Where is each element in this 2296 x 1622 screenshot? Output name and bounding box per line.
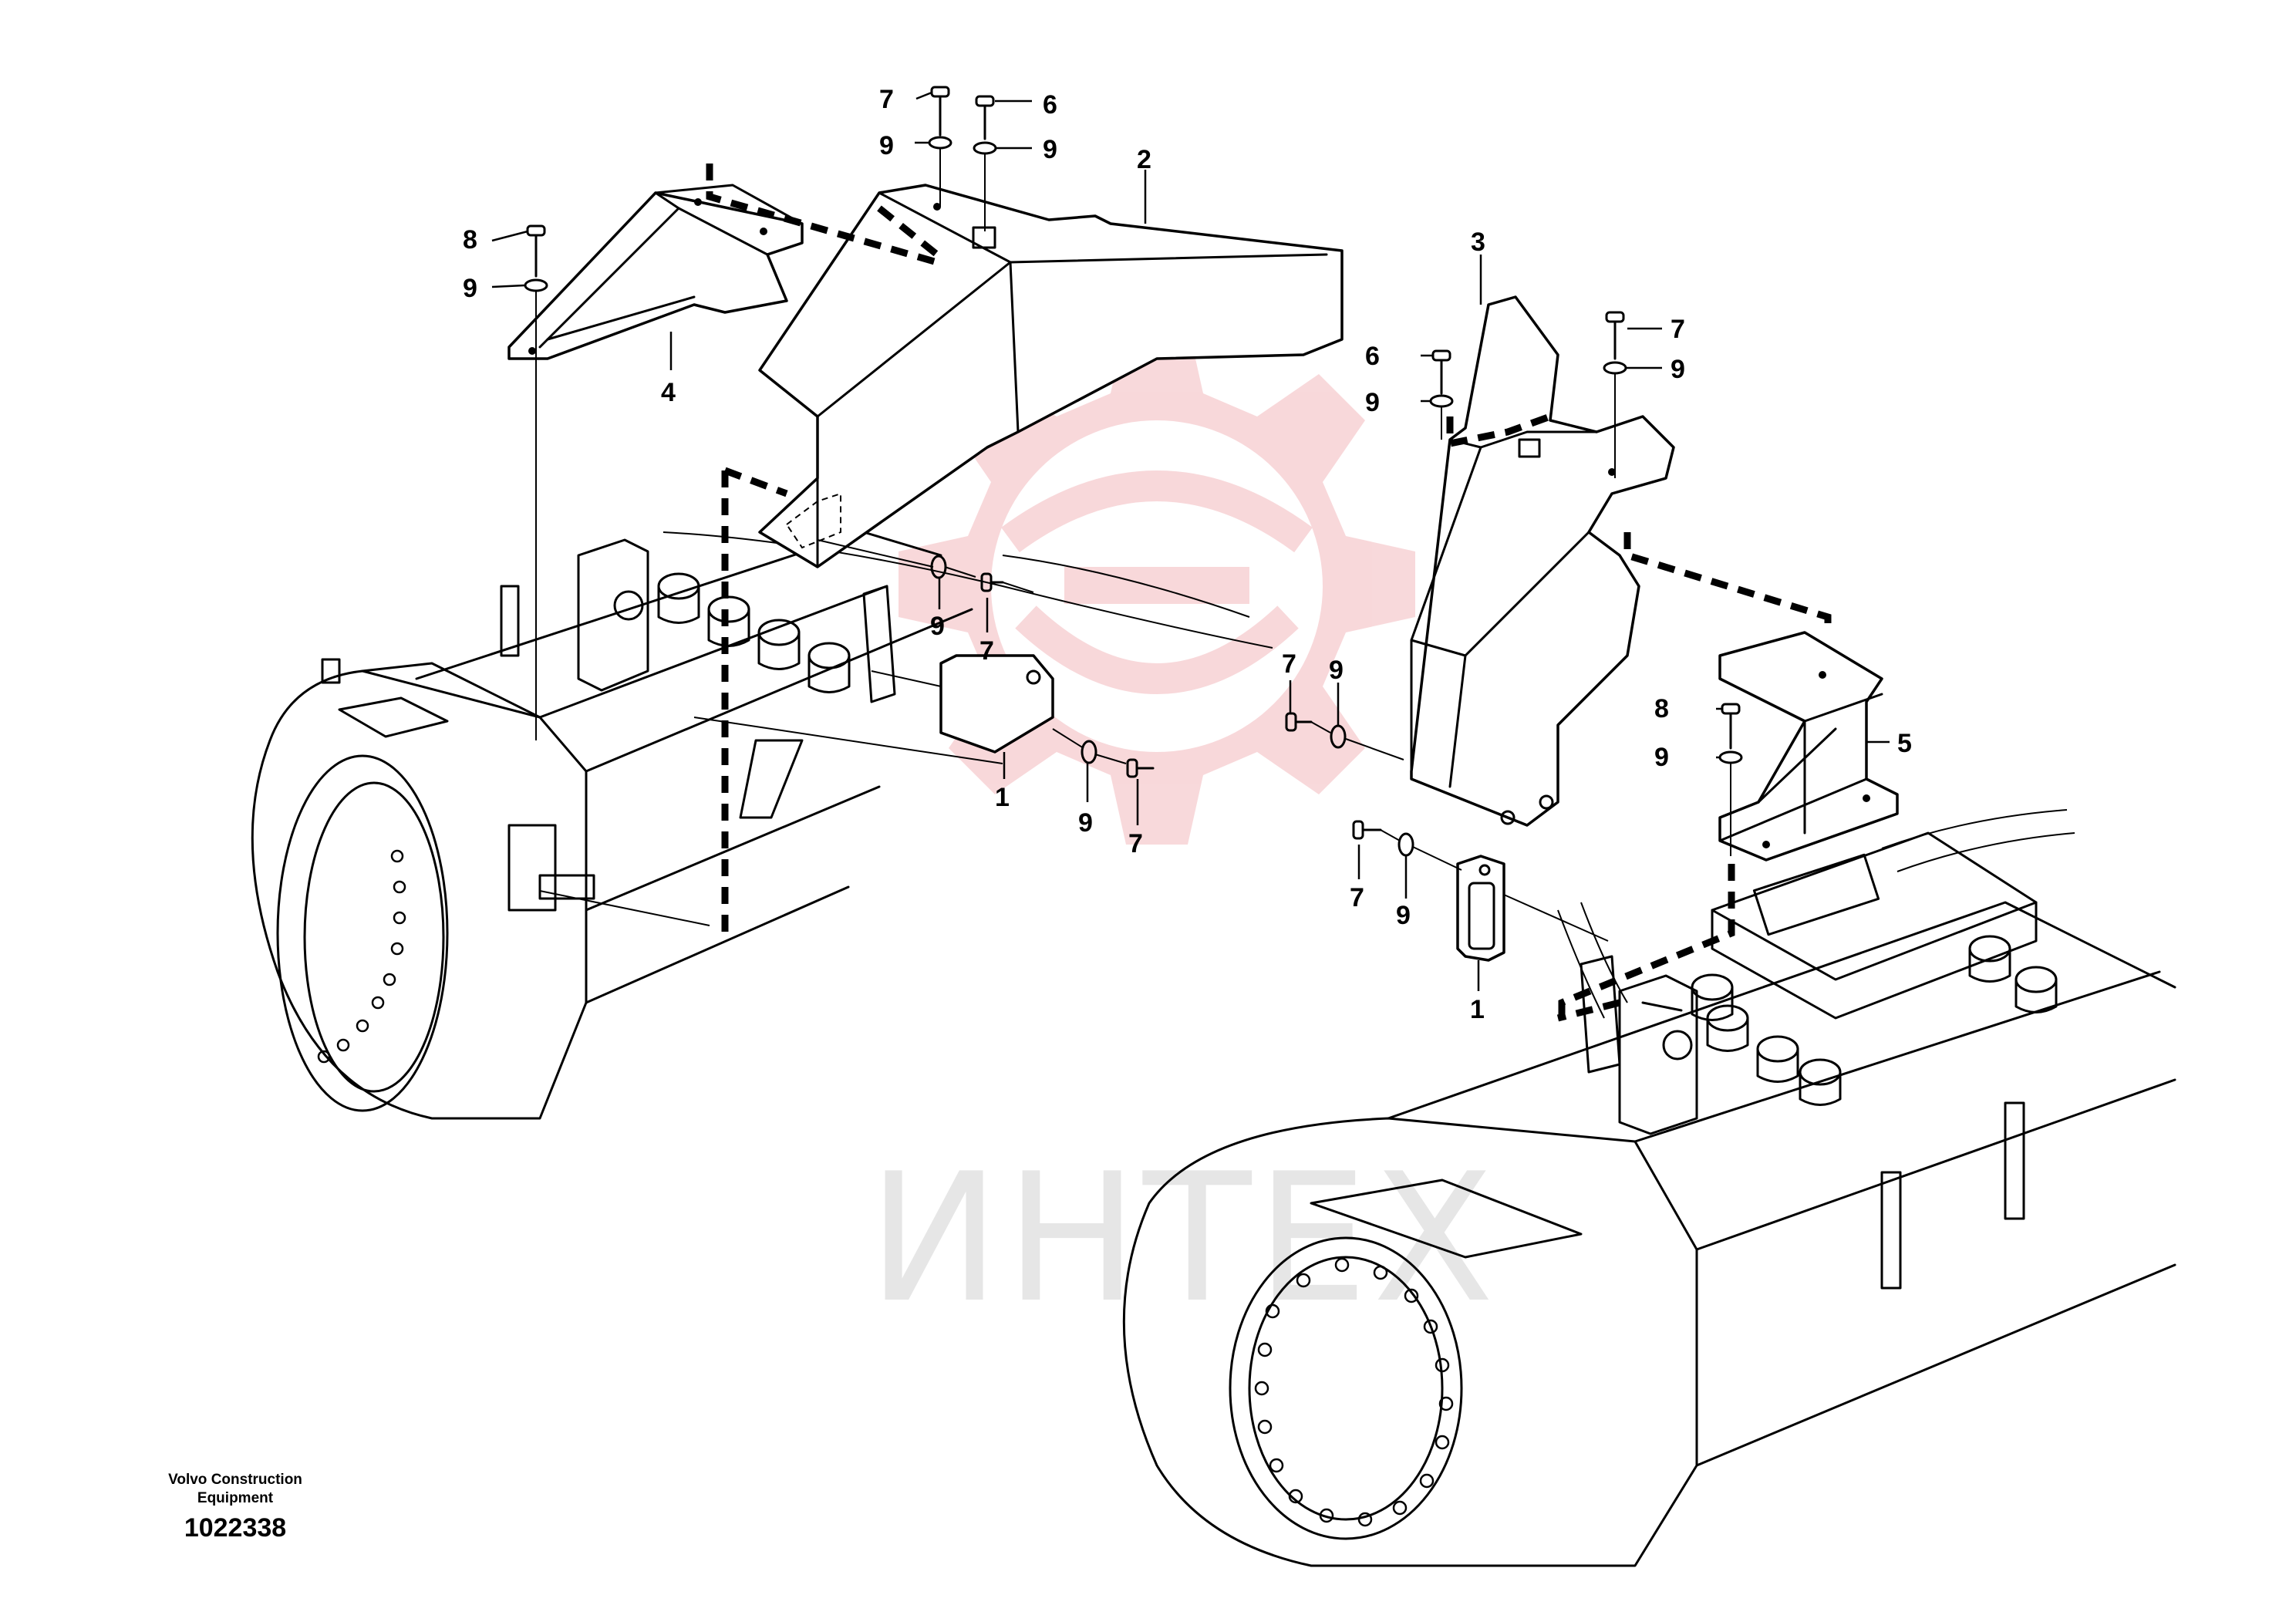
callout-2-shield: 2 [1137,145,1151,174]
callout-9-top-left: 9 [879,131,894,160]
reference-dash-lines [706,164,1832,1026]
bracket-part-4 [507,184,804,360]
callout-6-top: 6 [1043,90,1057,120]
callout-8-left: 8 [463,225,477,255]
drawing-number: 1022338 [184,1513,287,1543]
callout-7-lower-left: 7 [1128,829,1143,858]
callout-9-mid-left: 9 [930,612,945,641]
callout-9-right-top: 9 [1671,355,1685,384]
callout-9-lower-right: 9 [1396,901,1411,930]
leader-lines [491,91,1890,991]
credit-company-line2: Equipment [197,1490,274,1506]
plate-part-1-left [939,654,1054,754]
callout-9-lower-left: 9 [1078,808,1093,838]
shield-part-3 [1410,295,1675,827]
callout-9-right-bracket: 9 [1654,743,1669,772]
shield-part-2 [758,184,1344,568]
callout-1-plate-left: 1 [995,783,1010,812]
callout-7-mid-left: 7 [979,636,994,666]
left-frame-assembly [251,531,1273,1120]
assembly-lines [535,149,1731,942]
callouts: 7 6 9 9 2 8 9 4 3 7 9 6 9 9 7 7 9 1 9 7 … [463,85,1912,1024]
callout-9-mid-right: 9 [1329,656,1344,685]
callout-7-right-top: 7 [1671,315,1685,344]
callout-7-mid-right: 7 [1282,649,1296,679]
callout-9-top-right: 9 [1043,135,1057,164]
callout-7-lower-right: 7 [1350,883,1364,912]
fasteners [524,86,1743,857]
callout-9-right-mid: 9 [1365,388,1380,417]
bracket-part-5 [1718,631,1899,862]
credit-company-line1: Volvo Construction [168,1472,302,1488]
plate-part-1-right [1456,855,1505,962]
watermark-text: ИНТЕХ [868,1136,1499,1342]
callout-6-right: 6 [1365,342,1380,371]
callout-9-left: 9 [463,274,477,303]
callout-3-shield: 3 [1471,228,1485,257]
callout-5-bracket: 5 [1897,729,1912,758]
right-frame-assembly [1122,809,2176,1567]
callout-7-top-left: 7 [879,85,894,114]
callout-8-right: 8 [1654,694,1669,723]
callout-1-plate-right: 1 [1470,995,1485,1024]
callout-4-bracket: 4 [661,378,676,407]
